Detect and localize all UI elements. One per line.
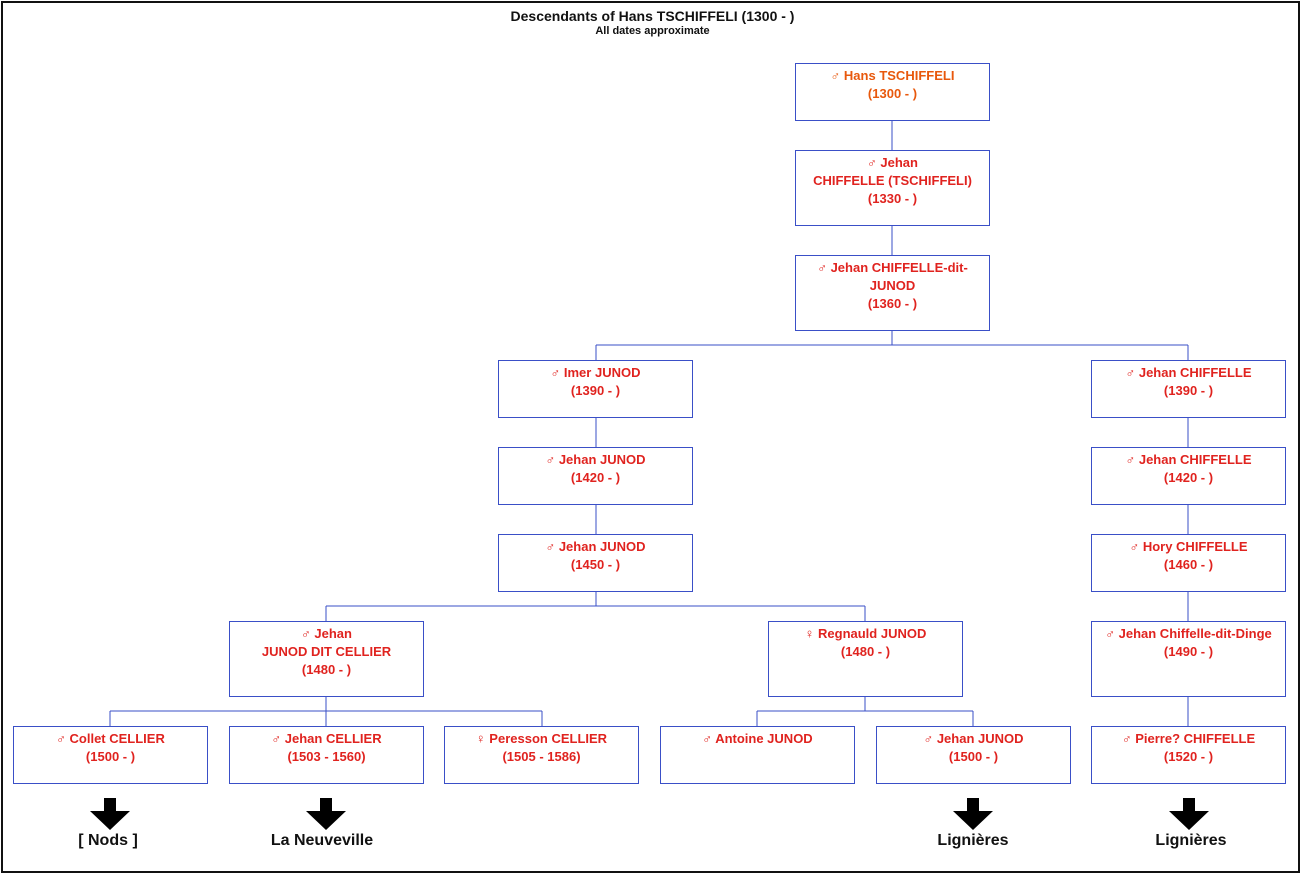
person-box-collet-cellier[interactable]: ♂ Collet CELLIER (1500 - ) [13,726,208,784]
male-icon: ♂ [830,68,841,83]
male-icon: ♂ [1125,452,1136,467]
person-name: Jehan CHIFFELLE [1138,452,1252,467]
person-name: Jehan CELLIER [284,731,382,746]
person-name-line2: JUNOD [869,278,916,293]
male-icon: ♂ [1125,365,1136,380]
person-dates: (1390 - ) [570,383,621,398]
person-dates: (1390 - ) [1163,383,1214,398]
person-box-jehan-chiffelle-1420[interactable]: ♂ Jehan CHIFFELLE (1420 - ) [1091,447,1286,505]
person-box-imer-junod[interactable]: ♂ Imer JUNOD (1390 - ) [498,360,693,418]
person-dates: (1480 - ) [301,662,352,677]
male-icon: ♂ [550,365,561,380]
person-box-jehan-cellier[interactable]: ♂ Jehan CELLIER (1503 - 1560) [229,726,424,784]
person-dates: (1300 - ) [867,86,918,101]
person-name: Jehan JUNOD [558,539,646,554]
person-dates: (1360 - ) [867,296,918,311]
male-icon: ♂ [301,626,311,641]
person-dates: (1330 - ) [867,191,918,206]
person-box-jehan-1330[interactable]: ♂ Jehan CHIFFELLE (TSCHIFFELI) (1330 - ) [795,150,990,226]
male-icon: ♂ [1105,626,1115,641]
male-icon: ♂ [867,155,877,170]
person-box-jehan-junod-dit-cellier[interactable]: ♂ Jehan JUNOD DIT CELLIER (1480 - ) [229,621,424,697]
chart-title: Descendants of Hans TSCHIFFELI (1300 - ) [510,8,795,24]
person-dates: (1420 - ) [570,470,621,485]
person-name: Jehan CHIFFELLE [1138,365,1252,380]
down-arrow-icon [90,798,130,830]
person-dates: (1420 - ) [1163,470,1214,485]
person-box-jehan-chiffelle-dit-dinge[interactable]: ♂ Jehan Chiffelle-dit-Dinge (1490 - ) [1091,621,1286,697]
person-box-regnauld-junod[interactable]: ♀ Regnauld JUNOD (1480 - ) [768,621,963,697]
person-name: Jehan [314,626,352,641]
person-name: Jehan JUNOD [558,452,646,467]
person-box-hory-chiffelle[interactable]: ♂ Hory CHIFFELLE (1460 - ) [1091,534,1286,592]
person-dates: (1450 - ) [570,557,621,572]
person-name: Collet CELLIER [69,731,165,746]
person-box-jehan-junod-1500[interactable]: ♂ Jehan JUNOD (1500 - ) [876,726,1071,784]
male-icon: ♂ [56,731,66,746]
person-name: Antoine JUNOD [715,731,813,746]
person-name: Hans TSCHIFFELI [843,68,955,83]
person-box-jehan-junod-1450[interactable]: ♂ Jehan JUNOD (1450 - ) [498,534,693,592]
place-label-lignieres: Lignières [937,832,1009,849]
person-box-hans-tschiffeli[interactable]: ♂ Hans TSCHIFFELI (1300 - ) [795,63,990,121]
male-icon: ♂ [545,539,556,554]
person-name: Jehan JUNOD [936,731,1024,746]
person-dates: (1460 - ) [1163,557,1214,572]
place-label-la-neuveville: La Neuveville [270,832,374,849]
person-box-jehan-chiffelle-1390[interactable]: ♂ Jehan CHIFFELLE (1390 - ) [1091,360,1286,418]
person-dates: (1500 - ) [85,749,136,764]
male-icon: ♂ [817,260,827,275]
person-name: Hory CHIFFELLE [1142,539,1248,554]
person-box-pierre-chiffelle[interactable]: ♂ Pierre? CHIFFELLE (1520 - ) [1091,726,1286,784]
person-box-antoine-junod[interactable]: ♂ Antoine JUNOD [660,726,855,784]
female-icon: ♀ [804,626,815,641]
person-box-jehan-junod-1420[interactable]: ♂ Jehan JUNOD (1420 - ) [498,447,693,505]
down-arrow-icon [953,798,993,830]
person-name: Imer JUNOD [563,365,641,380]
person-dates: (1490 - ) [1163,644,1214,659]
person-name: Regnauld JUNOD [818,626,927,641]
person-dates: (1505 - 1586) [502,749,581,764]
chart-subtitle: All dates approximate [595,25,710,37]
person-name: Jehan CHIFFELLE-dit- [830,260,968,275]
male-icon: ♂ [1129,539,1140,554]
place-label-lignieres: Lignières [1155,832,1227,849]
male-icon: ♂ [545,452,556,467]
male-icon: ♂ [1121,731,1132,746]
person-dates: (1503 - 1560) [287,749,366,764]
down-arrow-icon [1169,798,1209,830]
person-name: Jehan Chiffelle-dit-Dinge [1118,626,1272,641]
place-label-nods: [ Nods ] [78,832,138,849]
male-icon: ♂ [702,731,713,746]
person-name: Pierre? CHIFFELLE [1135,731,1256,746]
down-arrow-icon [306,798,346,830]
person-name: Peresson CELLIER [489,731,608,746]
person-name-line2: JUNOD DIT CELLIER [261,644,392,659]
person-name: Jehan [880,155,918,170]
male-icon: ♂ [271,731,282,746]
person-dates: (1500 - ) [948,749,999,764]
person-dates: (1520 - ) [1163,749,1214,764]
male-icon: ♂ [923,731,934,746]
person-box-peresson-cellier[interactable]: ♀ Peresson CELLIER (1505 - 1586) [444,726,639,784]
person-dates: (1480 - ) [840,644,891,659]
person-box-jehan-1360[interactable]: ♂ Jehan CHIFFELLE-dit- JUNOD (1360 - ) [795,255,990,331]
person-name-line2: CHIFFELLE (TSCHIFFELI) [813,173,972,188]
female-icon: ♀ [475,731,486,746]
